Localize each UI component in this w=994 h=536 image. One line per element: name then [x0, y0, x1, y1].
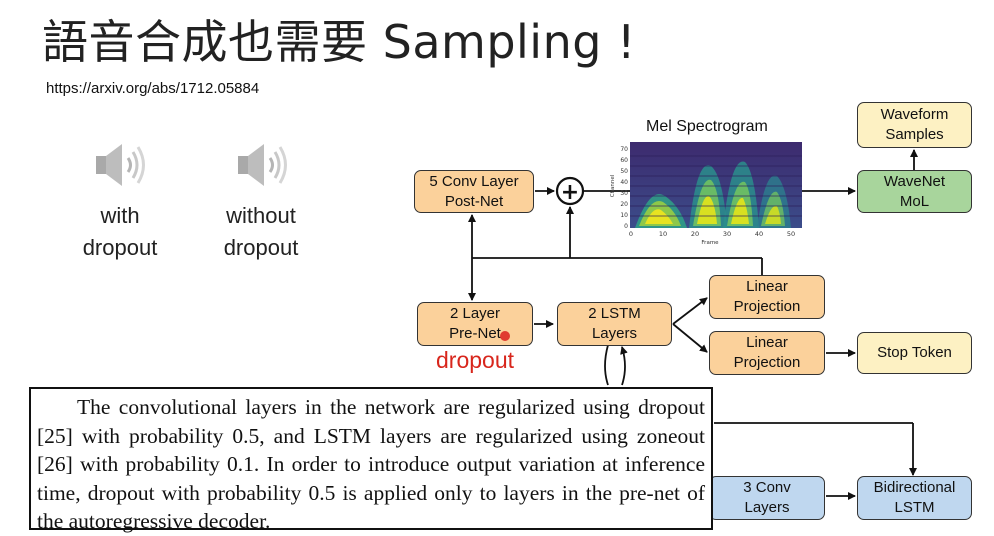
y-tick-label: 60 — [620, 157, 628, 164]
block-label: Post-Net — [444, 192, 504, 210]
audio-label-line: dropout — [82, 235, 158, 260]
block-label: MoL — [899, 192, 930, 210]
speaker-icon[interactable] — [92, 138, 148, 198]
mel-spectrogram-title: Mel Spectrogram — [646, 118, 768, 135]
y-axis-label: Channel — [610, 174, 616, 197]
audio-label-line: dropout — [223, 235, 299, 260]
audio-label-line: with — [100, 203, 140, 228]
dropout-annotation: dropout — [436, 347, 515, 373]
cursor-dot — [500, 331, 510, 341]
block-label: Projection — [733, 298, 801, 315]
block-label: WaveNet — [883, 172, 946, 190]
block-lstm-layers: 2 LSTM Layers — [557, 302, 672, 346]
y-tick-label: 10 — [620, 212, 628, 219]
block-label: Linear — [746, 278, 788, 295]
block-label: Layers — [591, 325, 637, 342]
audio-label-line: without — [226, 203, 296, 228]
block-label: Projection — [733, 354, 801, 371]
x-tick-label: 50 — [787, 230, 795, 238]
audio-label-without-dropout: without dropout — [208, 200, 314, 264]
y-tick-label: 50 — [620, 168, 628, 175]
y-tick-label: 20 — [620, 201, 628, 208]
audio-label-with-dropout: with dropout — [72, 200, 168, 264]
block-label: 3 Conv — [743, 479, 791, 496]
block-label: Pre-Net — [449, 325, 501, 342]
paper-quote-text: The convolutional layers in the network … — [37, 395, 705, 534]
block-label: Waveform — [880, 106, 949, 123]
plus-symbol: + — [561, 180, 579, 205]
x-axis-label: Frame — [701, 240, 719, 246]
y-tick-label: 30 — [620, 190, 628, 197]
block-label: 5 Conv Layer — [429, 172, 519, 190]
y-tick-label: 70 — [620, 146, 628, 153]
block-label: 2 Layer — [449, 305, 501, 322]
y-tick-label: 40 — [620, 179, 628, 186]
y-tick-label: 0 — [624, 223, 628, 230]
x-tick-label: 40 — [755, 230, 763, 238]
block-label: Linear — [746, 334, 788, 351]
speaker-icon[interactable] — [234, 138, 290, 198]
x-tick-label: 10 — [659, 230, 667, 238]
mel-spectrogram-plot: 70 60 50 40 30 20 10 0 0 10 20 30 40 50 … — [610, 142, 802, 246]
sum-circle — [555, 176, 585, 206]
paper-quote-box: The convolutional layers in the network … — [29, 387, 713, 534]
block-label: Layers — [744, 499, 790, 516]
x-tick-label: 0 — [629, 230, 633, 238]
slide-title: 語音合成也需要 Sampling ! — [42, 15, 636, 69]
block-label: LSTM — [894, 499, 935, 516]
block-label: Bidirectional — [873, 479, 956, 496]
spectrogram-formants — [630, 155, 802, 228]
x-tick-label: 20 — [691, 230, 699, 238]
block-label: Stop Token — [877, 344, 952, 361]
block-label: 2 LSTM — [588, 305, 641, 322]
paper-url[interactable]: https://arxiv.org/abs/1712.05884 — [46, 80, 260, 97]
block-label: Samples — [885, 126, 944, 143]
x-tick-label: 30 — [723, 230, 731, 238]
block-stop-token: Stop Token — [857, 332, 972, 374]
